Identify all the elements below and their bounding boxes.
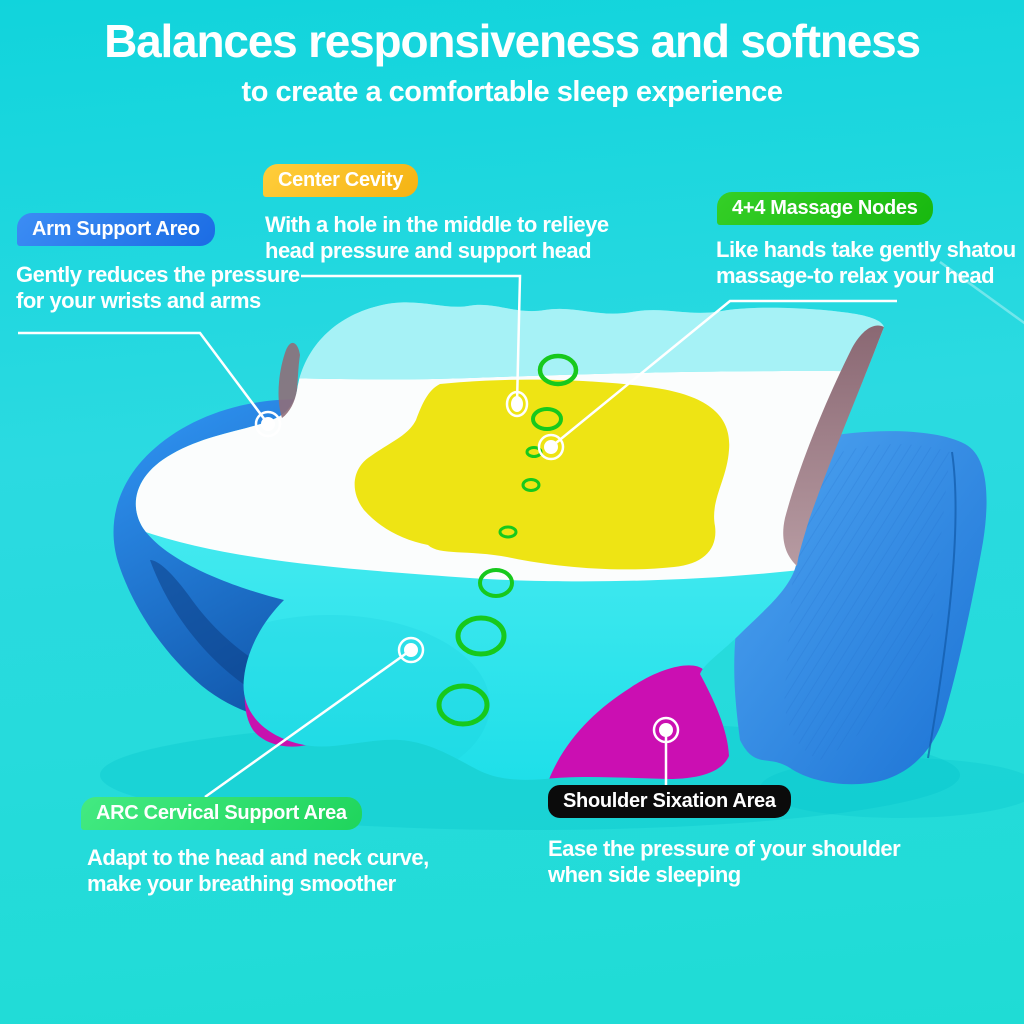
massage-node-ring bbox=[498, 525, 518, 539]
description-line: for your wrists and arms bbox=[16, 288, 261, 313]
description-massage-nodes: Like hands take gently shatou massage-to… bbox=[716, 237, 1016, 289]
badge-arm-support: Arm Support Areo bbox=[17, 213, 215, 246]
description-line: head pressure and support head bbox=[265, 238, 592, 263]
leader-lines bbox=[18, 260, 1024, 799]
description-center-cavity: With a hole in the middle to relieye hea… bbox=[265, 212, 609, 264]
anchor-dot-massage-nodes bbox=[537, 433, 565, 461]
massage-node-ring bbox=[436, 683, 490, 727]
massage-node-ring bbox=[478, 568, 514, 598]
description-line: make your breathing smoother bbox=[87, 871, 396, 896]
massage-node-ring bbox=[531, 407, 563, 431]
badge-center-cavity: Center Cevity bbox=[263, 164, 419, 197]
leader-center-cavity bbox=[301, 274, 522, 405]
page-title: Balances responsiveness and softness bbox=[104, 15, 921, 67]
page-subtitle: to create a comfortable sleep experience bbox=[241, 76, 783, 108]
massage-node-ring bbox=[521, 478, 541, 492]
description-line: With a hole in the middle to relieye bbox=[265, 212, 609, 237]
description-line: massage-to relax your head bbox=[716, 263, 995, 288]
leader-massage-nodes bbox=[550, 299, 897, 448]
description-line: Gently reduces the pressure bbox=[16, 262, 300, 287]
anchor-dots bbox=[254, 390, 680, 744]
description-arc-cervical: Adapt to the head and neck curve, make y… bbox=[87, 845, 429, 897]
leader-arm-support bbox=[18, 331, 270, 425]
massage-node-rings bbox=[436, 353, 579, 727]
anchor-dot-center-cavity bbox=[505, 390, 529, 418]
description-shoulder-fixation: Ease the pressure of your shoulder when … bbox=[548, 836, 901, 888]
massage-node-ring bbox=[537, 353, 579, 387]
shoulder-pad-right bbox=[545, 665, 731, 780]
anchor-dot-arc-cervical bbox=[397, 636, 425, 664]
badge-arc-cervical: ARC Cervical Support Area bbox=[81, 797, 362, 830]
badge-massage-nodes: 4+4 Massage Nodes bbox=[717, 192, 933, 225]
description-line: when side sleeping bbox=[548, 862, 741, 887]
pillow-side-edge-right bbox=[783, 325, 884, 566]
description-arm-support: Gently reduces the pressure for your wri… bbox=[16, 262, 300, 314]
badge-shoulder-fixation: Shoulder Sixation Area bbox=[548, 785, 791, 818]
pillow-side-edge-left bbox=[278, 342, 300, 418]
description-line: Ease the pressure of your shoulder bbox=[548, 836, 901, 861]
background-sheen-line bbox=[939, 260, 1024, 325]
description-line: Adapt to the head and neck curve, bbox=[87, 845, 429, 870]
anchor-dot-shoulder bbox=[652, 716, 680, 744]
anchor-dot-arm-support bbox=[254, 410, 282, 438]
center-cavity-pad bbox=[354, 379, 730, 570]
leader-arc-cervical bbox=[204, 648, 412, 799]
massage-node-ring bbox=[455, 615, 507, 657]
description-line: Like hands take gently shatou bbox=[716, 237, 1016, 262]
